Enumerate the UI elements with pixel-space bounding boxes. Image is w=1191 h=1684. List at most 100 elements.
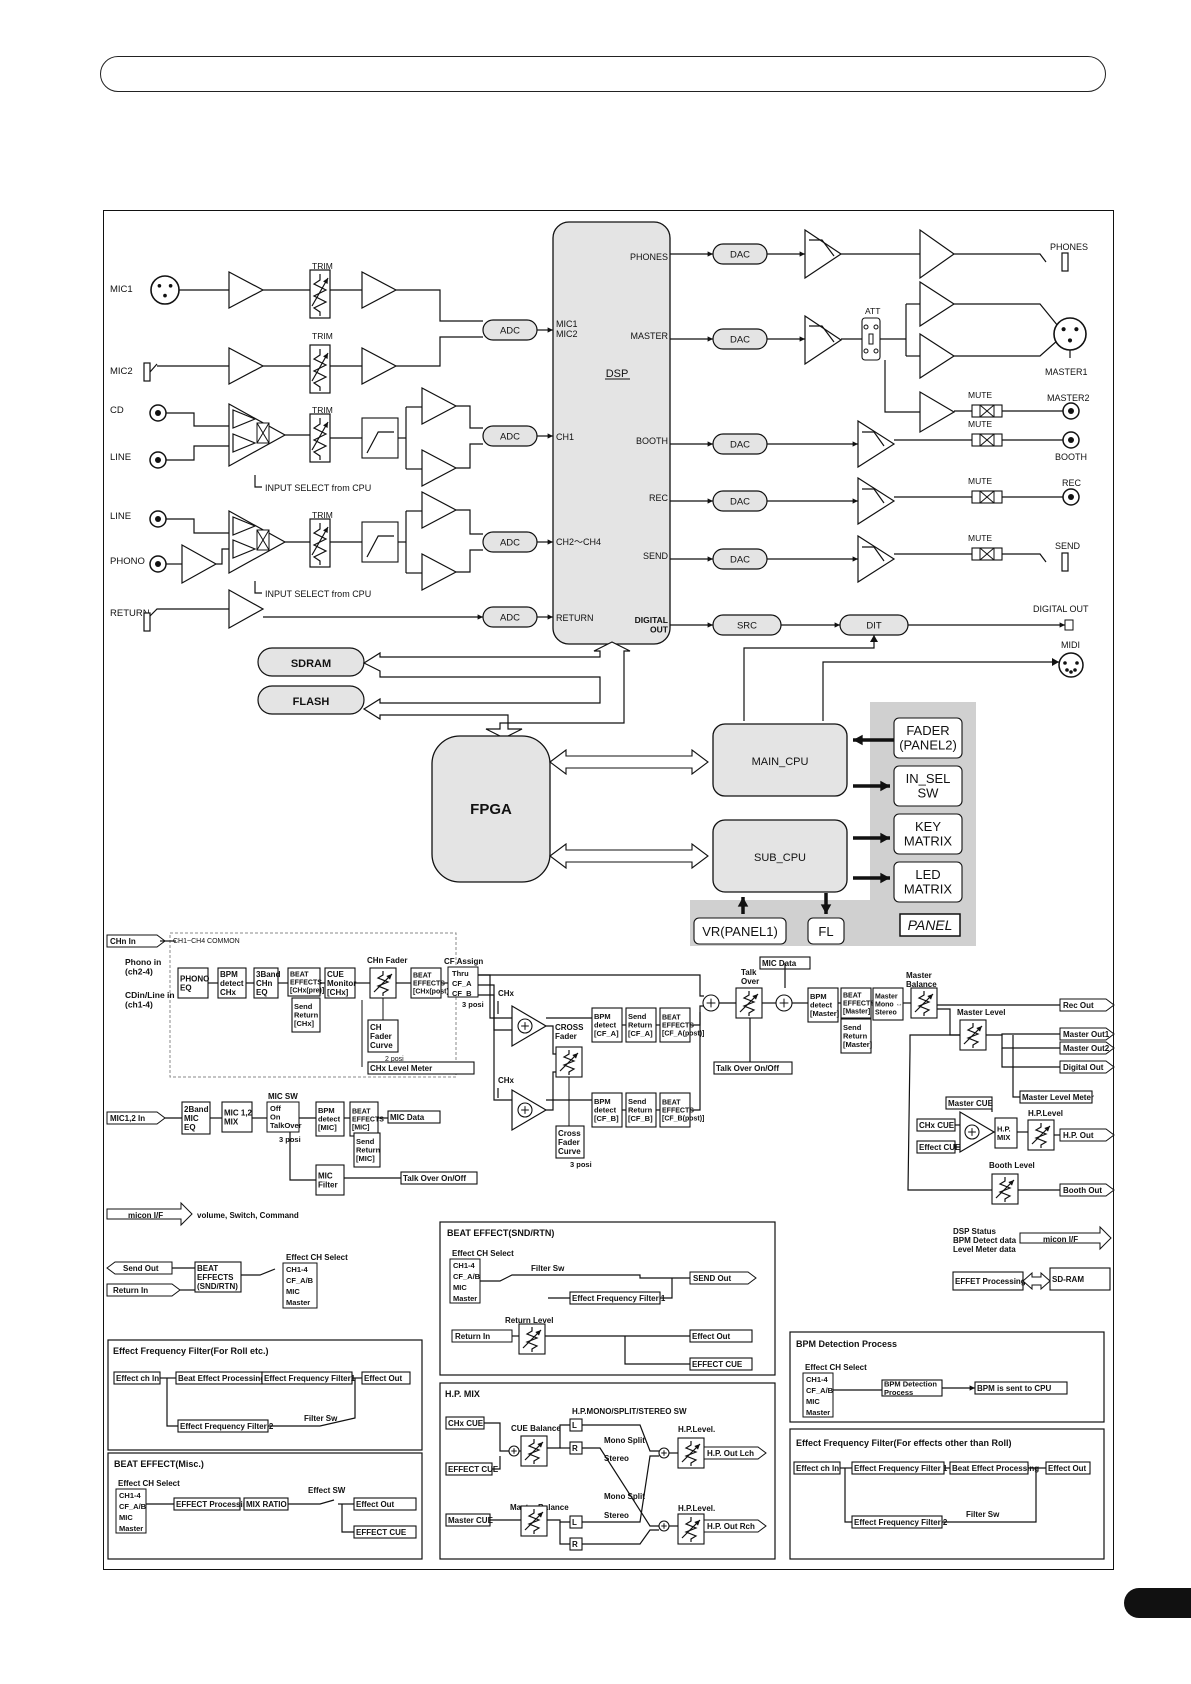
wire xyxy=(484,1422,509,1452)
bpm-cfa-block xyxy=(591,1007,623,1043)
wire xyxy=(986,1033,1060,1036)
booth-out-tag-label: Booth Out xyxy=(1063,1186,1102,1195)
fl-block xyxy=(807,917,845,945)
xlr-pin xyxy=(163,293,167,298)
label: Thru xyxy=(452,969,469,978)
digital-out-jack-icon xyxy=(1064,619,1074,631)
label: Return In xyxy=(113,1286,148,1295)
label: 3 posi xyxy=(570,1160,592,1169)
label: MIC2 xyxy=(110,366,133,377)
send-return-cfb-block xyxy=(625,1092,657,1128)
label: REC xyxy=(649,493,669,503)
rec-out-tag-label: Rec Out xyxy=(1063,1001,1094,1010)
r-box-label: R xyxy=(572,1444,578,1453)
arrow-head xyxy=(880,872,890,884)
wire xyxy=(289,1132,316,1181)
input-select-wire xyxy=(254,475,262,488)
label: CF_A/B xyxy=(119,1502,147,1511)
label: 2 posi xyxy=(385,1056,404,1063)
label: MIC1 xyxy=(110,284,133,295)
wire xyxy=(341,1504,354,1533)
label: CHx xyxy=(498,989,515,998)
label: TRIM xyxy=(312,405,333,415)
chx-level-meter-block xyxy=(367,1061,475,1075)
wire xyxy=(624,1336,690,1365)
fader-zigzag xyxy=(562,1050,576,1075)
label: INPUT SELECT from CPU xyxy=(265,589,371,599)
label: Effect CH Select xyxy=(286,1253,348,1262)
ch1-sub-amp-icon xyxy=(232,409,257,429)
hp-out-tag-label: H.P. Out xyxy=(1063,1131,1094,1140)
mute-cross xyxy=(979,404,995,418)
fader-zigzag xyxy=(376,971,390,996)
master2-wire xyxy=(884,360,920,413)
master-out1-tag-label: Master Out1 xyxy=(1063,1030,1110,1039)
arrow-head xyxy=(707,556,713,562)
arrow-head xyxy=(386,974,392,980)
ch1-wire xyxy=(456,443,483,469)
label: MUTE xyxy=(968,533,992,543)
phones-lpf-curve xyxy=(809,239,835,257)
label: CH1~CH4 COMMON xyxy=(173,938,240,945)
ch1-wire xyxy=(456,405,483,429)
dac-send-block-label: DAC xyxy=(730,555,750,566)
label: LINE xyxy=(110,511,131,522)
label: Effect CH Select xyxy=(805,1363,867,1372)
label: Master Level xyxy=(957,1008,1005,1017)
resistor-zigzag xyxy=(312,274,328,316)
sub-cpu-block xyxy=(712,819,848,893)
label: BOOTH xyxy=(636,436,668,446)
ch1-amp-b-icon xyxy=(421,449,458,487)
label: VR(PANEL1) xyxy=(702,924,778,939)
hp-out-rch-tag-label: H.P. Out Rch xyxy=(707,1522,755,1531)
wire xyxy=(547,1424,570,1449)
mic-data-out-block-label: MIC Data xyxy=(390,1113,425,1122)
ch24-amp-b-icon xyxy=(421,553,458,591)
label: CD xyxy=(110,405,124,416)
mic-data-out-block xyxy=(387,1110,441,1124)
arrow-head xyxy=(799,336,805,342)
arrow-head xyxy=(547,614,553,620)
label: micon I/F xyxy=(1043,1235,1078,1244)
memory-bus-arrow xyxy=(362,641,631,739)
label: Effect CH Select xyxy=(452,1249,514,1258)
label: CF_A/B xyxy=(806,1386,834,1395)
arrow-head xyxy=(852,441,858,447)
wire xyxy=(1001,1035,1060,1049)
effect-cue-box2-label: EFFECT CUE xyxy=(448,1465,499,1474)
wire xyxy=(718,1018,751,1069)
arrow-head xyxy=(707,251,713,257)
arrow-head xyxy=(799,251,805,257)
fader-zigzag xyxy=(527,1509,541,1534)
vr-panel1-block xyxy=(693,917,787,945)
ch24-amp-a-icon xyxy=(421,491,458,529)
label: TRIM xyxy=(312,510,333,520)
wire xyxy=(582,1447,659,1527)
fpga-main-bus-arrow xyxy=(549,748,709,776)
effect-cue-block-label: Effect CUE xyxy=(919,1143,961,1152)
label: CH1-4 xyxy=(806,1375,829,1384)
phono-eq-amp-icon xyxy=(181,543,218,585)
arrow-head xyxy=(537,1512,543,1518)
wire xyxy=(546,1071,556,1111)
att-contact xyxy=(863,324,869,330)
master1-amp-b-icon xyxy=(919,332,956,380)
phones-wire xyxy=(954,253,1047,263)
ch1-amp-a-icon xyxy=(421,387,458,425)
label: TRIM xyxy=(312,331,333,341)
wire xyxy=(844,1468,852,1523)
label: CHx xyxy=(498,1076,515,1085)
wire xyxy=(480,1274,690,1282)
label: BOOTH xyxy=(1055,452,1087,462)
fader-zigzag xyxy=(1034,1123,1048,1148)
booth-lpf-curve xyxy=(862,431,885,447)
